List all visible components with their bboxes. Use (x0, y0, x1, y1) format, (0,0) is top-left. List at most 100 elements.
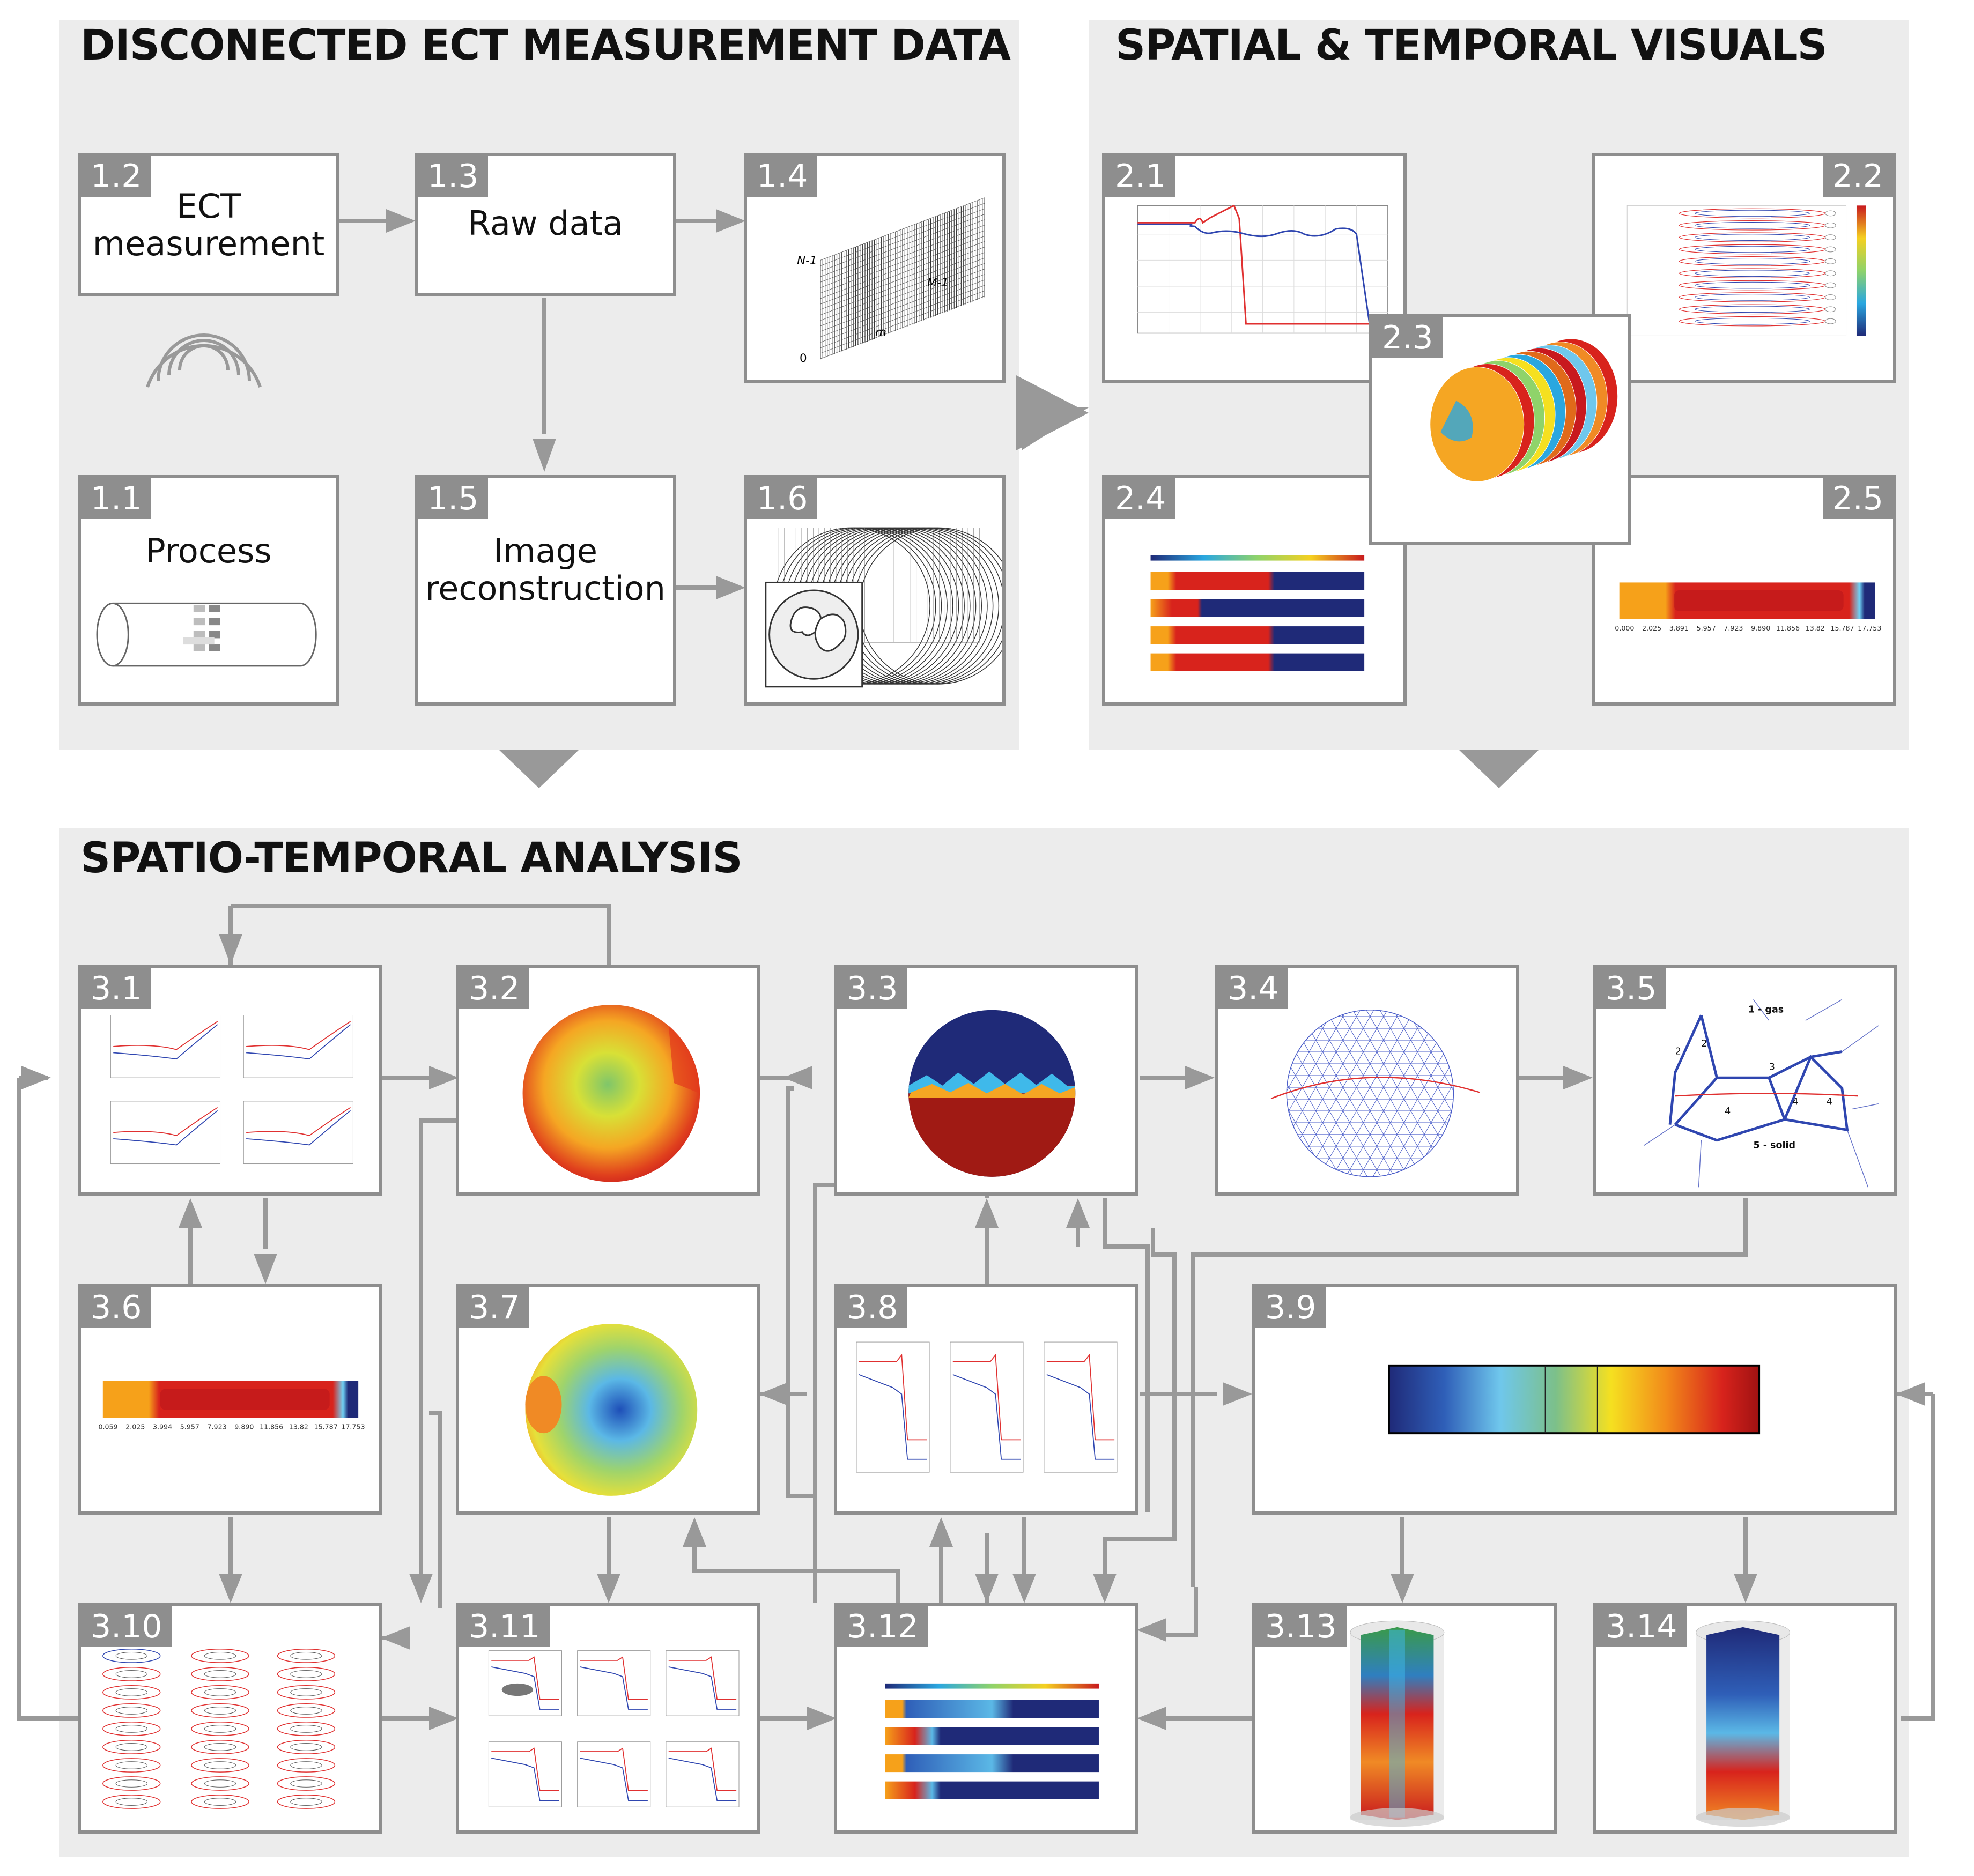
mesh-cell (1315, 1063, 1330, 1076)
mesh-cell (1356, 1040, 1371, 1052)
mesh-cell (1430, 1010, 1445, 1018)
box-3-11-concentration-plots[interactable]: 3.11 (456, 1603, 760, 1834)
box-number: 3.7 (459, 1287, 530, 1328)
mesh-cell (1451, 1016, 1454, 1029)
contour-ring (290, 1798, 322, 1806)
mesh-cell (1329, 1040, 1344, 1052)
mesh-cell (1410, 1110, 1425, 1123)
contour-ring (191, 1648, 249, 1663)
mesh-cell (1430, 1099, 1445, 1111)
mesh-cell (1430, 1051, 1445, 1064)
box-3-8-capacitance-plots[interactable]: 3.8 (834, 1284, 1138, 1515)
contour-ring (115, 1652, 147, 1660)
mesh-cell (1315, 1158, 1330, 1170)
mesh-cell (1287, 1075, 1296, 1088)
tick-label: 17.753 (1858, 624, 1881, 632)
mesh-cell (1472, 1146, 1485, 1158)
contour-ring (102, 1795, 161, 1809)
mesh-cell (1287, 1146, 1296, 1159)
box-3-9-colormap[interactable]: 3.9 (1252, 1284, 1897, 1515)
box-1-3-raw-data[interactable]: 1.3 Raw data (415, 153, 676, 296)
box-3-10-contour-stacks[interactable]: 3.10 (78, 1603, 382, 1834)
box-number: 3.5 (1596, 968, 1667, 1009)
time-series-plot (1137, 204, 1388, 334)
matrix-row (820, 257, 985, 321)
mesh-cell (1288, 1016, 1303, 1029)
axis-label-top: N-1 (797, 254, 817, 268)
mesh-cell (1287, 1158, 1290, 1170)
box-1-1-process[interactable]: 1.1 Process (78, 475, 339, 706)
mesh-cell (1458, 1123, 1472, 1135)
mesh-cell (1451, 1182, 1465, 1192)
series-line (491, 1747, 559, 1791)
box-3-4-mesh[interactable]: 3.4 (1215, 965, 1519, 1196)
box-2-4-slices[interactable]: 2.4 (1102, 475, 1407, 706)
contour-ring (204, 1707, 236, 1715)
mesh-cell (1472, 1123, 1485, 1135)
mesh-cell (1389, 1146, 1404, 1159)
contour-ring (102, 1722, 161, 1736)
contour-ring (1695, 246, 1810, 253)
mesh-cell (1342, 1016, 1357, 1029)
mesh-cell (1451, 1134, 1454, 1147)
mesh-cell (1383, 1087, 1398, 1100)
box-number: 3.8 (837, 1287, 908, 1328)
box-2-2-3d-contours[interactable]: 2.2 (1592, 153, 1896, 383)
mesh-cell (1472, 1028, 1485, 1040)
mesh-cell (1289, 1182, 1302, 1192)
box-1-4-data-matrix[interactable]: 1.4 N-1 M-1 m 0 (744, 153, 1006, 383)
box-3-13-3d-column[interactable]: 3.13 (1252, 1603, 1557, 1834)
matrix-row (820, 219, 985, 283)
box-number: 3.9 (1255, 1287, 1326, 1328)
box-3-14-3d-column[interactable]: 3.14 (1593, 1603, 1897, 1834)
box-number: 2.5 (1822, 478, 1893, 519)
box-number: 1.5 (418, 478, 489, 519)
box-3-5-region-graph[interactable]: 3.5 1 - gas 5 - solid 2 2 3 4 4 4 (1593, 965, 1897, 1196)
box-number: 3.12 (837, 1606, 928, 1647)
subplot-frame (243, 1101, 353, 1165)
mesh-cell (1424, 1158, 1439, 1170)
mesh-cell (1342, 1110, 1357, 1123)
mesh-cell (1308, 1169, 1324, 1177)
mesh-cell (1451, 1063, 1454, 1076)
box-3-7-cross-section[interactable]: 3.7 (456, 1284, 760, 1515)
box-2-1-line-plot[interactable]: 2.1 (1102, 153, 1407, 383)
series-line (1046, 1354, 1115, 1441)
series-line (246, 1107, 351, 1136)
box-3-12-slices[interactable]: 3.12 (834, 1603, 1138, 1834)
mesh-cell (1424, 1182, 1438, 1192)
region-label-solid: 5 - solid (1754, 1140, 1796, 1151)
contour-ring (115, 1670, 147, 1678)
mesh-cell (1287, 1040, 1290, 1052)
box-1-2-ect-measurement[interactable]: 1.2 ECT measurement (78, 153, 339, 296)
series-line (246, 1021, 351, 1050)
mesh-cell (1478, 1182, 1492, 1192)
matrix-row (820, 197, 985, 261)
mesh-cell (1329, 1016, 1344, 1029)
box-1-5-image-reconstruction[interactable]: 1.5 Image reconstruction (415, 475, 676, 706)
mesh-cell (1472, 1170, 1485, 1182)
contour-ring (277, 1776, 336, 1791)
mesh-cell (1437, 1158, 1452, 1170)
box-2-3-3d-slices[interactable]: 2.3 (1369, 314, 1631, 545)
mesh-cell (1410, 1134, 1425, 1147)
box-number: 2.1 (1105, 156, 1176, 197)
box-3-2-cross-section[interactable]: 3.2 (456, 965, 760, 1196)
mesh-cell (1376, 1122, 1391, 1135)
mesh-cell (1424, 1063, 1439, 1076)
series-line (668, 1747, 737, 1791)
box-3-3-phase-image[interactable]: 3.3 (834, 965, 1138, 1196)
tick-label: 11.856 (260, 1422, 283, 1430)
box-3-1-line-plots[interactable]: 3.1 (78, 965, 382, 1196)
mesh-cell (1472, 1005, 1485, 1017)
contour-ring (115, 1798, 147, 1806)
mesh-cell (1417, 1122, 1432, 1135)
subplot-frame (243, 1015, 353, 1078)
box-1-6-image-stack[interactable]: 1.6 (744, 475, 1006, 706)
box-number: 2.4 (1105, 478, 1176, 519)
mesh-cell (1403, 1146, 1418, 1159)
mesh-cell (1444, 1122, 1454, 1135)
